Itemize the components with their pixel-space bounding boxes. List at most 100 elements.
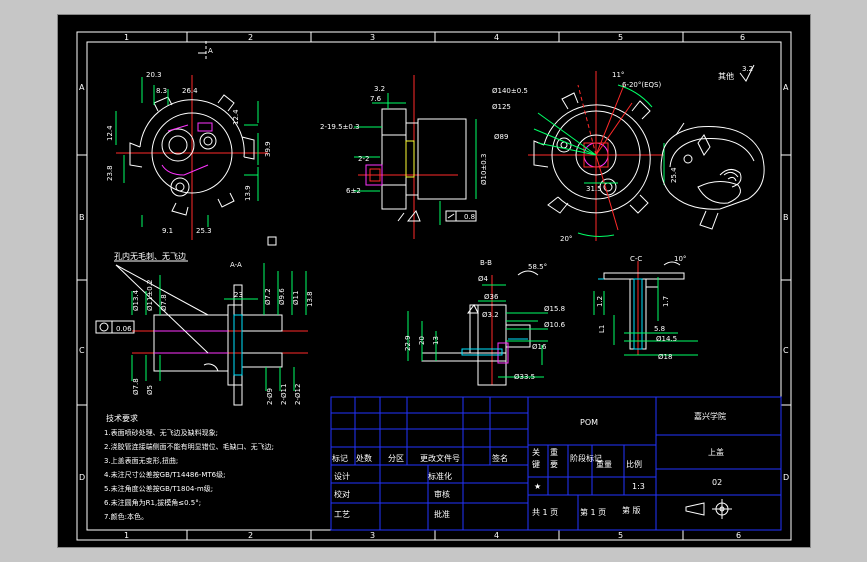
section-cc-label: C-C <box>630 255 642 263</box>
dim-d16: Ø16 <box>532 343 547 351</box>
section-bb-label: B-B <box>480 259 492 267</box>
outer-frame <box>76 31 792 541</box>
hdr-approve: 批准 <box>434 509 450 519</box>
zone-col-6-bottom: 6 <box>736 531 741 540</box>
dim-d18: Ø18 <box>658 353 672 361</box>
title-part-name: 上盖 <box>708 447 724 457</box>
hdr-docno: 更改文件号 <box>420 453 460 463</box>
tech-req-2: 2.浇胶管连接端侧面不能有明显错位、毛缺口、无飞边; <box>104 442 274 451</box>
zone-col-4-bottom: 4 <box>494 531 499 540</box>
dim-d7-8: Ø7.8 <box>160 294 168 311</box>
tech-req-5: 5.未注角度公差按GB/T1804-m级; <box>104 484 213 493</box>
dim-d7-8-lower: Ø7.8 <box>132 378 140 395</box>
dim-d140: Ø140±0.5 <box>492 87 528 95</box>
hdr-sheet: 第 1 页 <box>580 507 606 517</box>
dim-d4: Ø4 <box>478 275 489 283</box>
hdr-zone: 分区 <box>388 454 404 463</box>
roughness-icon <box>739 64 755 82</box>
dim-5-8: 5.8 <box>654 325 665 333</box>
title-material: POM <box>580 418 598 427</box>
dim-2-19-5: 2-19.5±0.3 <box>320 123 360 131</box>
hdr-misc-1: 关 <box>532 447 540 457</box>
hdr-process: 工艺 <box>334 510 350 519</box>
zone-row-d: D <box>79 473 85 482</box>
dim-2-d12: 2-Ø12 <box>294 384 302 405</box>
zone-col-5-bottom: 5 <box>618 531 623 540</box>
dim-d14-5: Ø14.5 <box>656 335 677 343</box>
isometric-view <box>660 122 765 230</box>
dim-10deg: 10° <box>674 255 686 263</box>
dim-d3-2: Ø3.2 <box>482 311 499 319</box>
dim-26-4: 26.4 <box>182 87 198 95</box>
zone-col-2-bottom: 2 <box>248 531 253 540</box>
dim-l1: L1 <box>598 325 606 333</box>
dim-2-d9: 2-Ø9 <box>266 388 274 405</box>
tech-req-1: 1.表面喷砂处理、无飞边及缺料现象; <box>104 428 218 437</box>
zone-col-1-bottom: 1 <box>124 531 129 540</box>
zone-col-5: 5 <box>618 33 623 42</box>
top-view <box>528 71 665 241</box>
dim-39-9: 39.9 <box>264 141 272 157</box>
hdr-misc-3: 重 <box>550 447 558 457</box>
dim-d11-0-2: Ø11±0.2 <box>146 280 154 311</box>
dim-25-4: 25.4 <box>670 167 678 183</box>
zone-col-4: 4 <box>494 33 499 42</box>
dim-11deg: 11° <box>612 71 624 79</box>
dim-13: 13 <box>432 336 440 345</box>
dim-12-4-left: 12.4 <box>106 125 114 141</box>
dim-d33-5: Ø33.5 <box>514 373 535 381</box>
dim-20deg: 20° <box>560 235 572 243</box>
zone-col-2: 2 <box>248 33 253 42</box>
side-view <box>354 75 477 239</box>
tech-req-6: 6.未注圆角为R1,拔模角≤0.5°; <box>104 498 201 507</box>
dim-3-2: 3.2 <box>374 85 385 93</box>
dim-d7-2: Ø7.2 <box>264 288 272 305</box>
tech-req-4: 4.未注尺寸公差按GB/T14486-MT6级; <box>104 470 225 479</box>
dim-2-2: 2-2 <box>358 155 369 163</box>
dim-6-2: 6±2 <box>346 187 361 195</box>
roughness-value: 3.2 <box>742 65 753 73</box>
dim-7-6: 7.6 <box>370 95 382 103</box>
dim-2-d11: 2-Ø11 <box>280 384 288 405</box>
zone-col-3: 3 <box>370 33 375 42</box>
zone-row-a: A <box>79 83 85 92</box>
title-school: 嘉兴学院 <box>694 411 726 421</box>
hdr-check: 校对 <box>334 489 350 499</box>
projection-symbol-icon <box>685 499 732 519</box>
section-aa-label: A-A <box>230 261 242 269</box>
view-a-mark: A <box>208 47 213 55</box>
dim-d9-6: Ø9.6 <box>278 288 286 305</box>
title-block <box>330 396 782 531</box>
dim-13-8: 13.8 <box>306 291 314 307</box>
hdr-mark: 标记 <box>332 453 348 463</box>
zone-col-3-bottom: 3 <box>370 531 375 540</box>
zone-row-b-right: B <box>783 213 789 222</box>
section-aa-view <box>95 236 308 406</box>
dim-d89: Ø89 <box>494 133 508 141</box>
title-star: ★ <box>534 482 541 491</box>
dim-31-5: 31.5 <box>586 185 602 193</box>
dim-1-7: 1.7 <box>662 296 670 307</box>
hdr-std: 标准化 <box>428 471 452 481</box>
dim-13-9: 13.9 <box>244 185 252 201</box>
zone-row-c: C <box>79 346 85 355</box>
dim-58-5deg: 58.5° <box>528 263 547 271</box>
dim-d125: Ø125 <box>492 103 511 111</box>
hdr-weight: 重量 <box>596 459 612 469</box>
dim-12-4-right: 12.4 <box>232 109 240 125</box>
tech-req-7: 7.颜色:本色。 <box>104 512 148 521</box>
zone-row-b: B <box>79 213 85 222</box>
hole-note: 孔内无毛刺、无飞边 <box>114 251 186 261</box>
tech-req-title: 技术要求 <box>106 413 138 423</box>
dim-d5: Ø5 <box>146 385 154 395</box>
title-drawing-no: 02 <box>712 478 722 487</box>
dim-8-3: 8.3 <box>156 87 167 95</box>
hdr-review: 审核 <box>434 489 450 499</box>
drawing-canvas: 1 2 3 4 5 6 1 2 3 4 5 6 A B C D A B C D <box>76 31 792 541</box>
hdr-ratio: 比例 <box>626 459 642 469</box>
dim-0-8: 0.8 <box>464 213 475 221</box>
dim-0-06: 0.06 <box>116 325 132 333</box>
dim-d13-4: Ø13.4 <box>132 289 140 311</box>
zone-col-1: 1 <box>124 33 129 42</box>
dim-9-1: 9.1 <box>162 227 173 235</box>
